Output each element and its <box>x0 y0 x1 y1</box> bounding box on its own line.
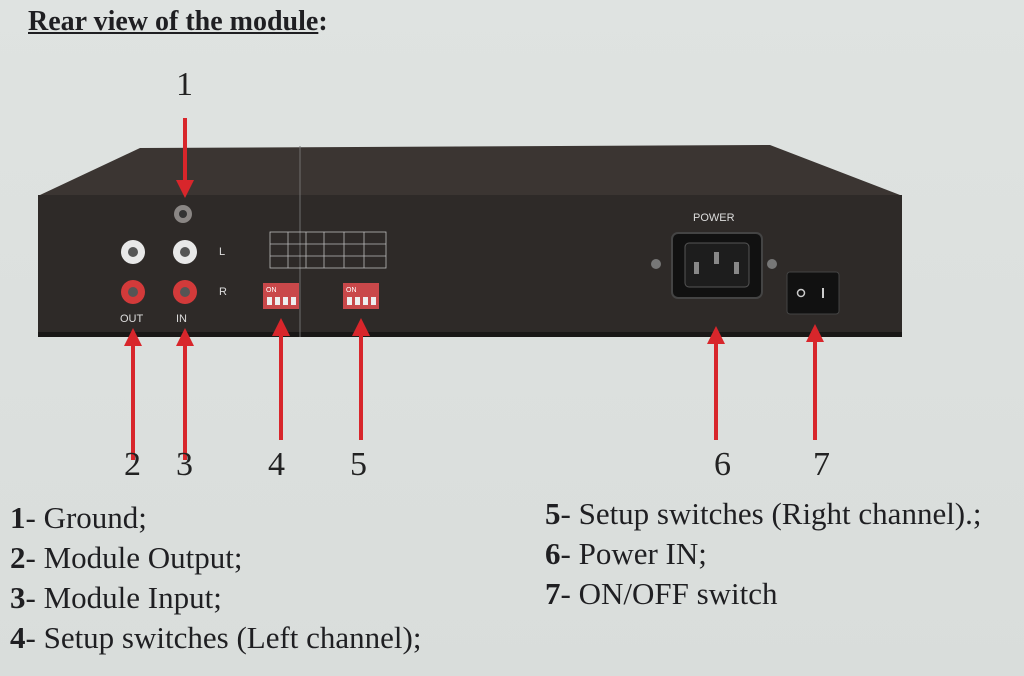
device-lid <box>40 145 900 195</box>
legend-item-3: 3- Module Input; <box>10 580 222 615</box>
callout-4: 4 <box>268 446 285 483</box>
legend-item-1: 1- Ground; <box>10 500 147 535</box>
callout-arrows <box>124 118 824 460</box>
legend-left: 1- Ground; 2- Module Output; 3- Module I… <box>10 498 421 658</box>
legend-item-2: 2- Module Output; <box>10 540 243 575</box>
callout-7: 7 <box>813 446 830 483</box>
label-out: OUT <box>120 313 144 325</box>
page-title: Rear view of the module: <box>28 6 328 37</box>
svg-text:ON: ON <box>346 287 357 294</box>
callout-6: 6 <box>714 446 731 483</box>
power-switch <box>786 271 840 315</box>
label-left: L <box>219 246 225 258</box>
legend-right: 5- Setup switches (Right channel).; 6- P… <box>545 494 982 614</box>
power-label: POWER <box>693 212 735 224</box>
dip-table <box>269 231 387 269</box>
label-in: IN <box>176 313 187 325</box>
legend-item-6: 6- Power IN; <box>545 536 707 571</box>
callout-5: 5 <box>350 446 367 483</box>
legend-item-4: 4- Setup switches (Left channel); <box>10 620 422 655</box>
callout-2: 2 <box>124 446 141 483</box>
legend-item-7: 7- ON/OFF switch <box>545 576 778 611</box>
svg-text:ON: ON <box>266 287 277 294</box>
label-right: R <box>219 286 227 298</box>
callout-3: 3 <box>176 446 193 483</box>
callout-1: 1 <box>176 66 193 103</box>
legend-item-5: 5- Setup switches (Right channel).; <box>545 496 982 531</box>
